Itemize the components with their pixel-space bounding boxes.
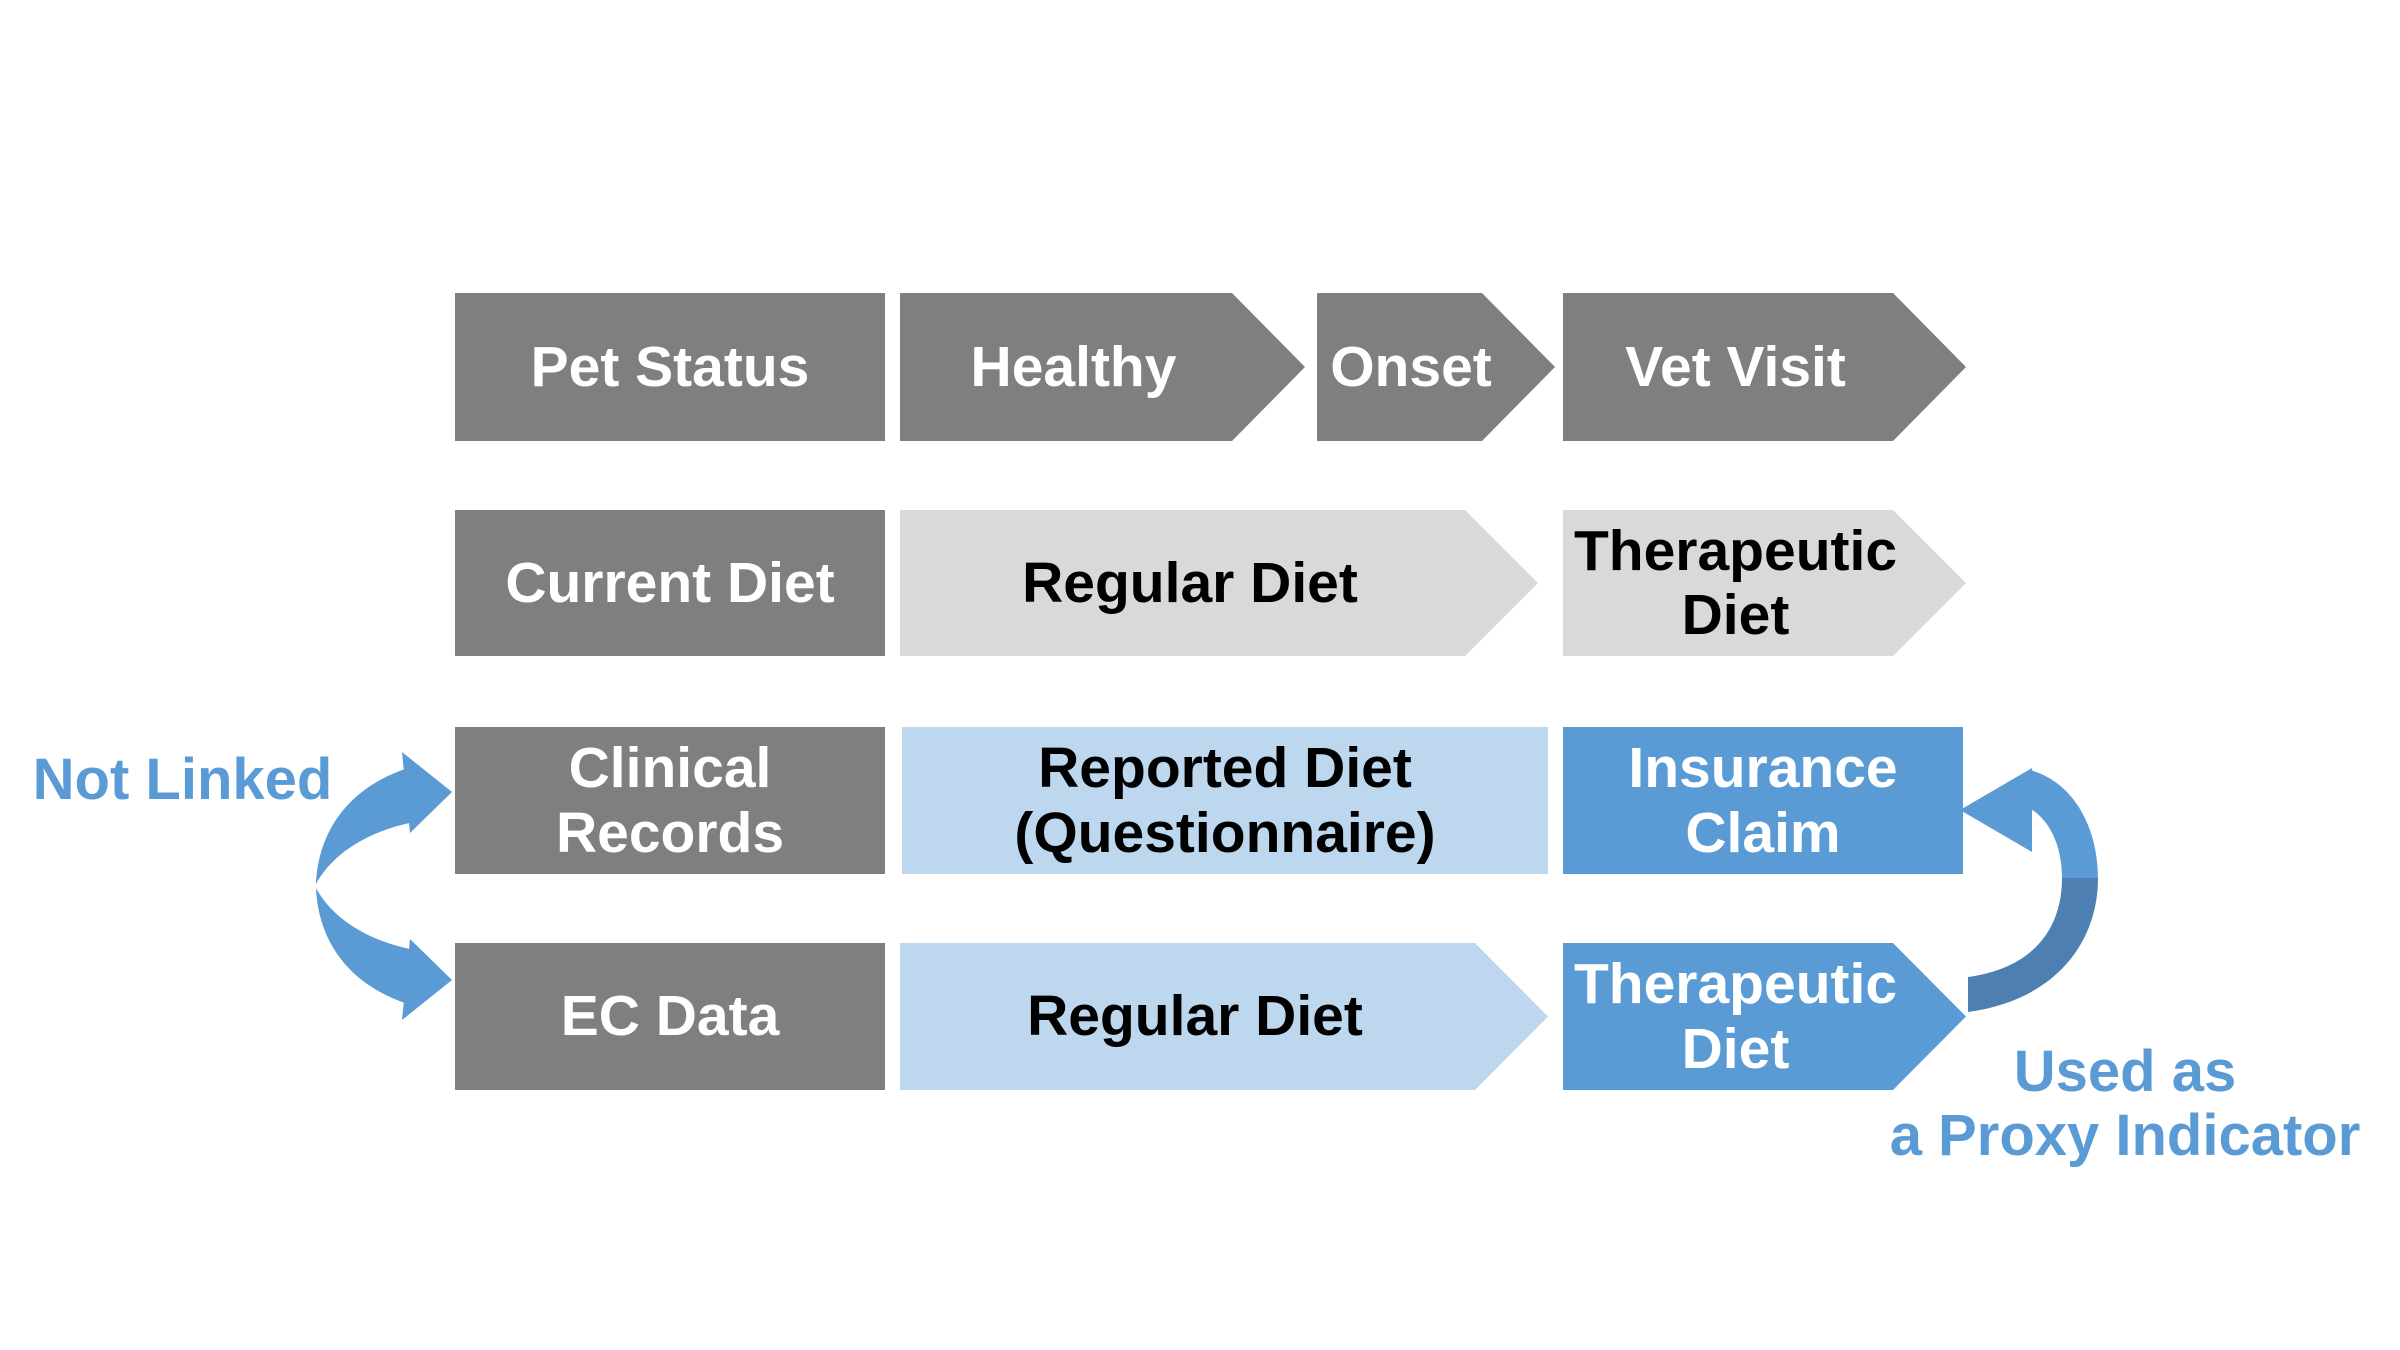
node-regular-diet-bottom: Regular Diet (900, 943, 1548, 1090)
not-linked-label: Not Linked (32, 747, 333, 812)
node-label: Reported Diet (Questionnaire) (1014, 736, 1436, 865)
node-therapeutic-diet-bottom: Therapeutic Diet (1563, 943, 1966, 1090)
node-onset: Onset (1317, 293, 1555, 441)
node-label: Insurance Claim (1628, 736, 1898, 865)
not-linked-arrow-icon (316, 752, 452, 1020)
node-therapeutic-diet-top: Therapeutic Diet (1563, 510, 1966, 656)
proxy-arrow-icon (1960, 768, 2098, 1012)
node-label: Therapeutic Diet (1573, 518, 1898, 647)
node-label: Onset (1330, 334, 1492, 399)
node-label: Regular Diet (1027, 984, 1363, 1049)
node-label: Healthy (970, 334, 1177, 399)
node-label: Clinical Records (555, 736, 785, 865)
node-ec-data: EC Data (455, 943, 885, 1090)
node-insurance-claim: Insurance Claim (1563, 727, 1963, 874)
node-label: EC Data (560, 984, 780, 1049)
node-reported-diet: Reported Diet (Questionnaire) (902, 727, 1548, 874)
node-clinical-records: Clinical Records (455, 727, 885, 874)
node-label: Vet Visit (1625, 334, 1846, 399)
node-label: Current Diet (505, 550, 835, 615)
node-current-diet: Current Diet (455, 510, 885, 656)
node-regular-diet-top: Regular Diet (900, 510, 1538, 656)
node-vet-visit: Vet Visit (1563, 293, 1966, 441)
node-pet-status: Pet Status (455, 293, 885, 441)
proxy-indicator-label: Used as a Proxy Indicator (1889, 1039, 2361, 1168)
node-label: Regular Diet (1022, 550, 1358, 615)
node-label: Pet Status (530, 334, 810, 399)
node-label: Therapeutic Diet (1573, 952, 1898, 1081)
node-healthy: Healthy (900, 293, 1305, 441)
